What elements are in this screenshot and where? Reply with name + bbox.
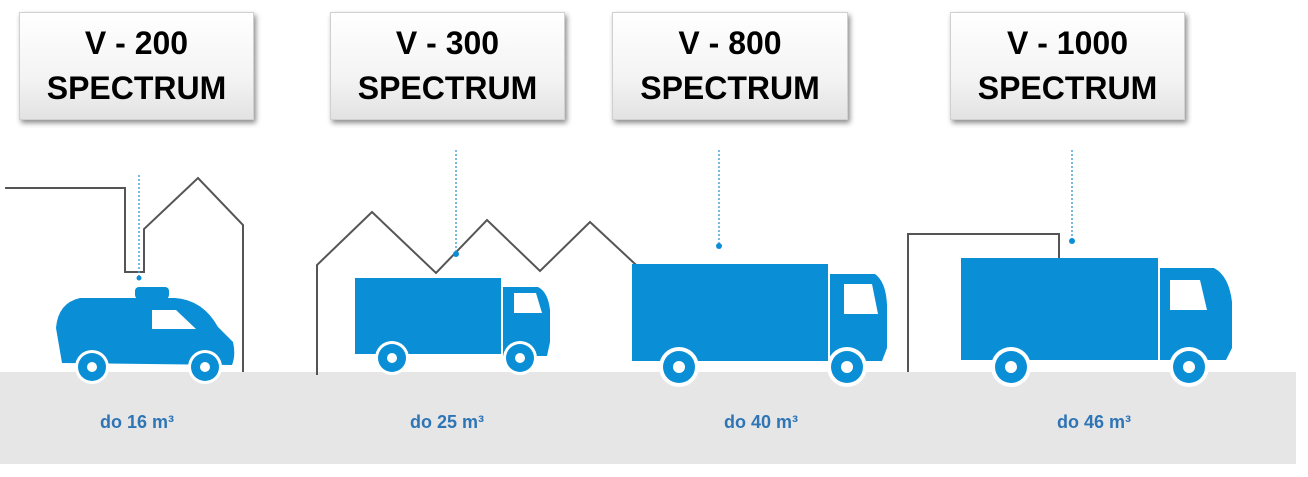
van-icon: [56, 287, 235, 384]
large-truck-icon-2: [961, 258, 1232, 387]
building-outline-4: [907, 233, 1060, 372]
building-outline-1: [5, 176, 244, 372]
capacity-v800: do 40 m³: [723, 412, 798, 432]
ground: [0, 372, 1296, 464]
model-label-v200: V - 200 SPECTRUM: [19, 12, 254, 120]
model-label-v1000: V - 1000 SPECTRUM: [950, 12, 1185, 120]
model-name: V - 1000: [1007, 25, 1128, 61]
capacity-v300: do 25 m³: [409, 412, 484, 432]
model-name: V - 300: [395, 25, 500, 61]
model-label-v300: V - 300 SPECTRUM: [330, 12, 565, 120]
building-outline-2: [316, 210, 649, 375]
large-truck-icon-1: [632, 264, 887, 387]
model-series: SPECTRUM: [977, 70, 1158, 106]
capacity-v200: do 16 m³: [99, 412, 174, 432]
model-series: SPECTRUM: [357, 70, 538, 106]
building-outlines: [5, 176, 1060, 375]
model-series: SPECTRUM: [46, 70, 227, 106]
capacity-v1000: do 46 m³: [1056, 412, 1131, 432]
model-label-v800: V - 800 SPECTRUM: [612, 12, 848, 120]
model-series: SPECTRUM: [640, 70, 820, 106]
sensor-lines: [138, 150, 1073, 276]
small-truck-icon: [355, 278, 550, 375]
model-name: V - 200: [84, 25, 189, 61]
model-name: V - 800: [678, 25, 782, 61]
sensor-dots: [136, 238, 1075, 281]
